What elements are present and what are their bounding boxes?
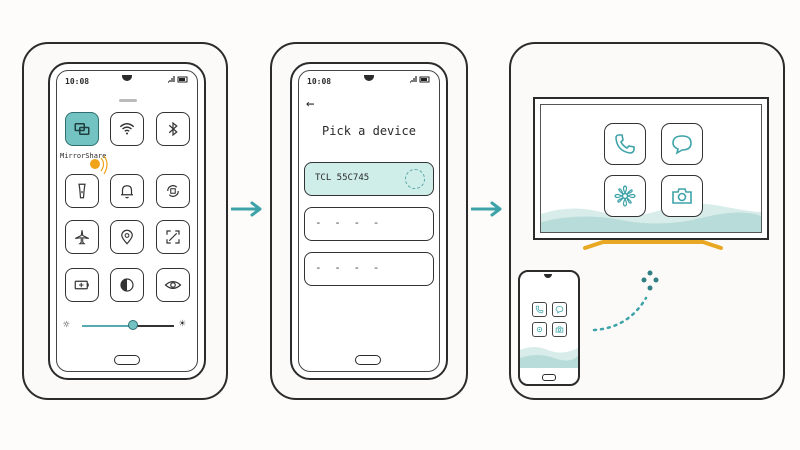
- tile-eye-comfort[interactable]: [156, 268, 190, 302]
- home-button[interactable]: [355, 355, 381, 365]
- tv-display: [540, 104, 762, 233]
- contrast-icon: [120, 278, 134, 292]
- camera-notch: [364, 75, 374, 81]
- tile-flashlight[interactable]: [65, 174, 99, 208]
- phone-icon: [535, 305, 544, 314]
- status-time: 10:08: [65, 77, 90, 86]
- eye-comfort-icon: [164, 281, 182, 289]
- tile-airplane[interactable]: [65, 220, 99, 254]
- mini-app-camera: [552, 322, 567, 337]
- camera-notch: [544, 274, 552, 278]
- phone-screen: 10:08: [56, 70, 198, 372]
- home-button: [542, 374, 556, 381]
- camera-notch: [122, 75, 132, 81]
- mini-app-flower: [532, 322, 547, 337]
- flashlight-icon: [78, 183, 86, 199]
- wave-decoration: [520, 347, 578, 368]
- next-step-arrow-icon: [471, 201, 502, 217]
- location-icon: [121, 229, 133, 245]
- wifi-icon: [119, 123, 135, 135]
- wave-decoration: [541, 203, 761, 232]
- battery-saver-icon: [74, 280, 89, 290]
- tap-indicator: [90, 159, 100, 169]
- device-row-placeholder[interactable]: - - - -: [304, 207, 434, 241]
- camera-icon: [555, 326, 564, 333]
- device-name-placeholder: - - - -: [315, 216, 383, 229]
- tile-battery-saver[interactable]: [65, 268, 99, 302]
- chat-icon: [555, 306, 564, 314]
- tv-stand: [583, 238, 723, 250]
- device-row-selected[interactable]: TCL 55C745: [304, 162, 434, 196]
- tv-screen: [533, 97, 769, 240]
- mini-app-phone: [532, 302, 547, 317]
- small-phone-mirroring: [518, 270, 580, 386]
- bluetooth-icon: [168, 121, 178, 137]
- tv-app-flower[interactable]: [604, 175, 646, 217]
- device-name: TCL 55C745: [315, 173, 370, 183]
- brightness-high-icon: ☀: [179, 317, 186, 330]
- tv-app-phone[interactable]: [604, 123, 646, 165]
- screenshot-icon: [166, 230, 180, 244]
- tile-contrast[interactable]: [110, 268, 144, 302]
- bell-icon: [121, 185, 133, 199]
- camera-icon: [672, 188, 692, 204]
- drag-handle[interactable]: [119, 99, 137, 102]
- airplane-icon: [75, 230, 89, 245]
- status-icons: [167, 76, 189, 85]
- tile-screenshot[interactable]: [156, 220, 190, 254]
- chat-icon: [672, 135, 692, 155]
- mirrorshare-label: MirrorShare: [60, 152, 107, 160]
- brightness-low-icon: ☼: [63, 318, 70, 331]
- tile-bell[interactable]: [110, 174, 144, 208]
- status-time: 10:08: [307, 77, 332, 86]
- tv-app-camera[interactable]: [661, 175, 703, 217]
- tile-location[interactable]: [110, 220, 144, 254]
- brightness-slider-fill: [82, 325, 133, 327]
- device-row-placeholder[interactable]: - - - -: [304, 252, 434, 286]
- screen-mirror-icon: [74, 123, 90, 135]
- tap-ripple-icon: [100, 155, 108, 175]
- tile-bluetooth[interactable]: [156, 112, 190, 146]
- brightness-slider-knob[interactable]: [127, 320, 138, 330]
- next-step-arrow-icon: [231, 201, 262, 217]
- auto-rotate-icon: [167, 185, 179, 197]
- tile-wifi[interactable]: [110, 112, 144, 146]
- tile-auto-rotate[interactable]: [156, 174, 190, 208]
- flower-icon: [614, 185, 636, 207]
- home-button[interactable]: [114, 355, 140, 365]
- signal-battery-icon: [168, 76, 188, 83]
- phone-icon: [615, 134, 635, 154]
- flower-icon: [536, 326, 543, 333]
- device-name-placeholder: - - - -: [315, 261, 383, 274]
- status-icons: [409, 76, 431, 85]
- connecting-spinner-icon: [405, 169, 425, 189]
- tv-app-chat[interactable]: [661, 123, 703, 165]
- page-title: Pick a device: [322, 124, 416, 138]
- signal-battery-icon: [410, 76, 430, 83]
- mini-app-chat: [552, 302, 567, 317]
- tile-mirrorshare[interactable]: [65, 112, 99, 146]
- back-arrow-icon[interactable]: ←: [306, 96, 315, 112]
- phone-screen: 10:08 ← Pick a device: [298, 70, 440, 372]
- casting-signal-icon: [592, 270, 659, 332]
